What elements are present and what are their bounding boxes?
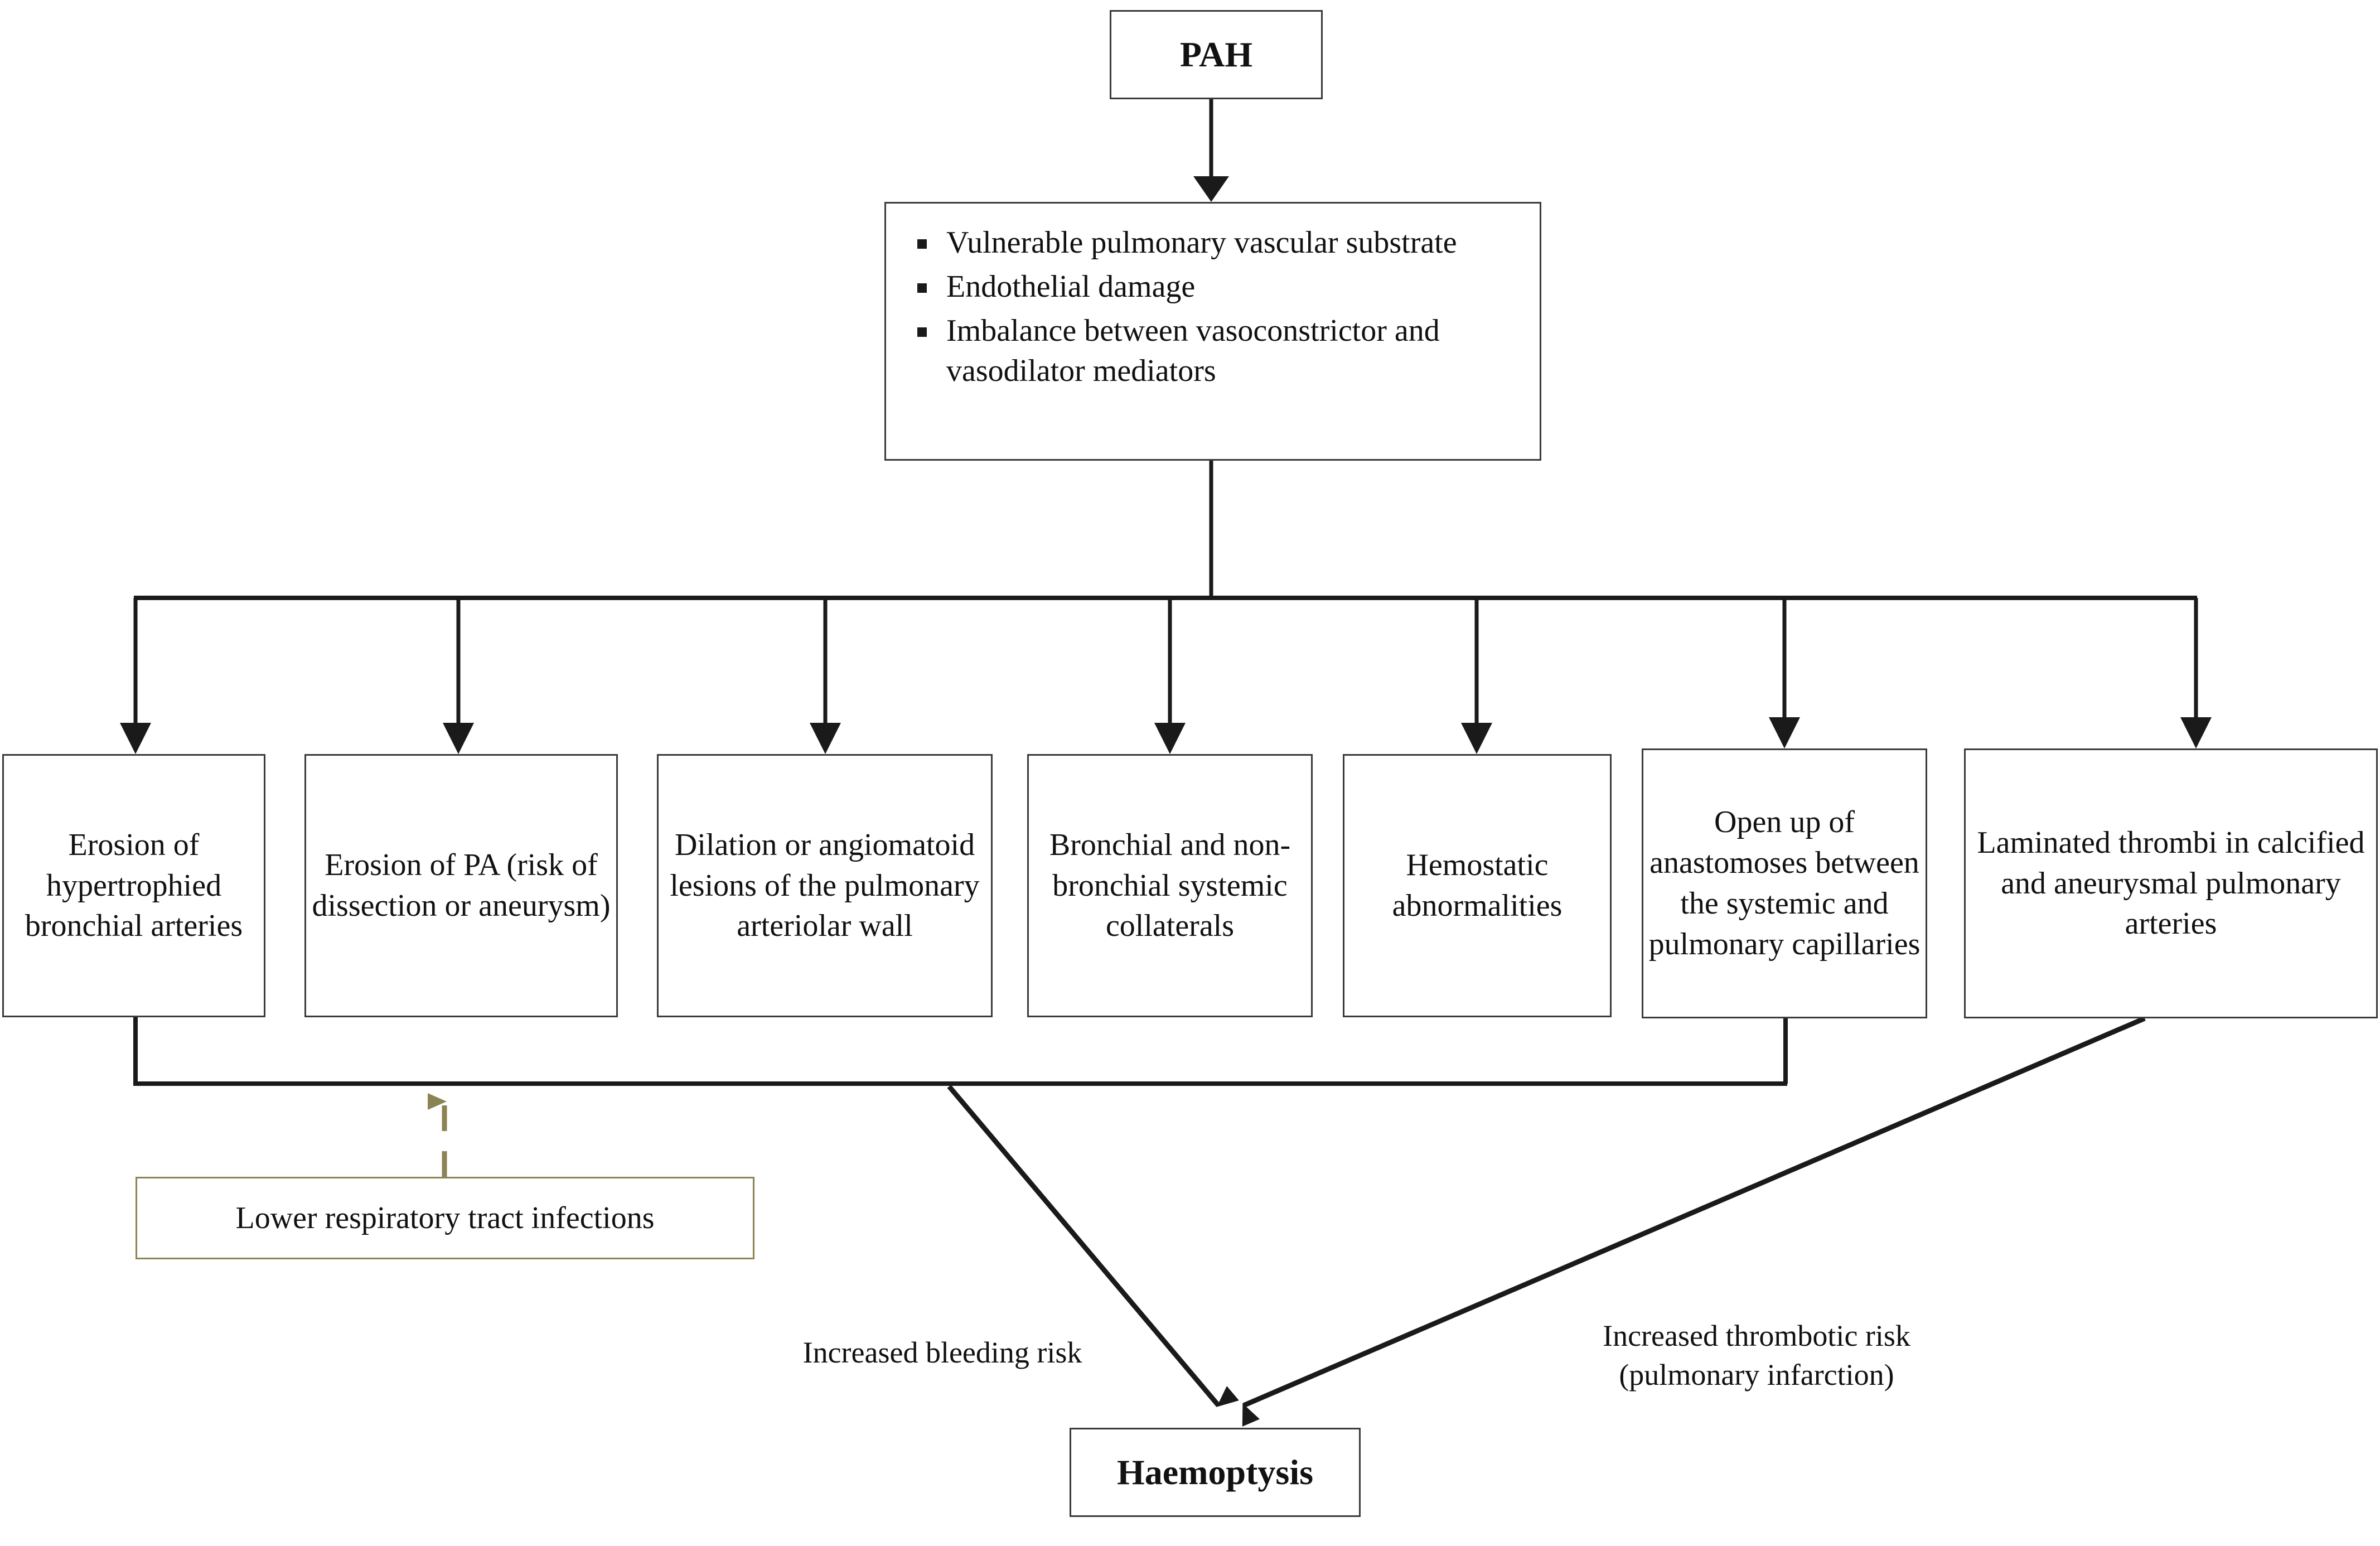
- bus-drop-4: [1154, 598, 1186, 754]
- bus-drop-2: [443, 598, 474, 754]
- node-hemostatic-abnormalities[interactable]: Hemostatic abnormalities: [1343, 754, 1612, 1017]
- edge-label-bleeding-risk: Increased bleeding risk: [747, 1294, 1138, 1372]
- node-erosion-bronchial-arteries[interactable]: Erosion of hypertrophied bronchial arter…: [2, 754, 265, 1017]
- node-haemoptysis-label: Haemoptysis: [1117, 1452, 1313, 1492]
- node-erosion-bronchial-arteries-label: Erosion of hypertrophied bronchial arter…: [25, 827, 243, 944]
- node-hemostatic-abnormalities-label: Hemostatic abnormalities: [1392, 848, 1563, 923]
- bus-drop-7: [2180, 598, 2212, 748]
- node-pah[interactable]: PAH: [1110, 10, 1323, 99]
- node-systemic-collaterals-label: Bronchial and non-bronchial systemic col…: [1049, 827, 1291, 944]
- node-lower-respiratory-tract-infections-label: Lower respiratory tract infections: [235, 1200, 655, 1235]
- node-laminated-thrombi[interactable]: Laminated thrombi in calcified and aneur…: [1964, 748, 2378, 1018]
- node-mechanism[interactable]: Vulnerable pulmonary vascular substrate …: [884, 202, 1541, 461]
- node-systemic-collaterals[interactable]: Bronchial and non-bronchial systemic col…: [1027, 754, 1313, 1017]
- node-lower-respiratory-tract-infections[interactable]: Lower respiratory tract infections: [136, 1177, 754, 1259]
- node-haemoptysis[interactable]: Haemoptysis: [1070, 1428, 1361, 1517]
- edge-merge-path: [133, 1017, 1788, 1086]
- mechanism-bullet-2: Endothelial damage: [912, 267, 1517, 307]
- node-erosion-pa[interactable]: Erosion of PA (risk of dissection or ane…: [304, 754, 618, 1017]
- node-pah-label: PAH: [1179, 35, 1253, 75]
- mechanism-bullet-3: Imbalance between vasoconstrictor and va…: [912, 311, 1517, 392]
- node-dilation-angiomatoid[interactable]: Dilation or angiomatoid lesions of the p…: [657, 754, 993, 1017]
- node-dilation-angiomatoid-label: Dilation or angiomatoid lesions of the p…: [670, 827, 980, 944]
- bus-drop-6: [1769, 598, 1800, 748]
- edge-label-thrombotic-risk: Increased thrombotic risk (pulmonary inf…: [1556, 1277, 1957, 1395]
- node-erosion-pa-label: Erosion of PA (risk of dissection or ane…: [312, 848, 611, 923]
- bus-drop-5: [1461, 598, 1492, 754]
- edge-label-bleeding-risk-text: Increased bleeding risk: [802, 1336, 1082, 1370]
- bus-drop-1: [120, 598, 151, 754]
- node-laminated-thrombi-label: Laminated thrombi in calcified and aneur…: [1977, 825, 2365, 941]
- node-anastomoses-label: Open up of anastomoses between the syste…: [1648, 805, 1921, 962]
- edge-pah-to-mechanism: [1193, 99, 1229, 202]
- node-anastomoses[interactable]: Open up of anastomoses between the syste…: [1642, 748, 1927, 1018]
- mechanism-bullet-1: Vulnerable pulmonary vascular substrate: [912, 223, 1517, 263]
- edge-label-thrombotic-risk-text: Increased thrombotic risk (pulmonary inf…: [1603, 1319, 1910, 1392]
- mechanism-bullet-list: Vulnerable pulmonary vascular substrate …: [912, 223, 1517, 392]
- bus-drop-3: [810, 598, 841, 754]
